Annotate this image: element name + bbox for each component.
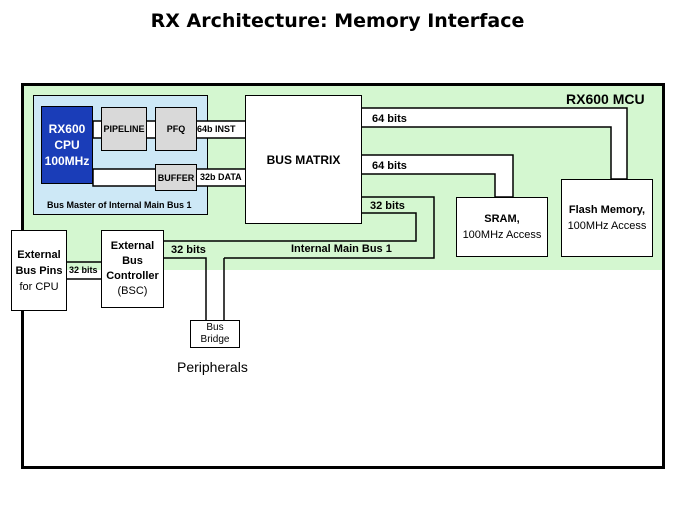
pins-line2: Bus Pins: [15, 264, 63, 277]
flash-block: Flash Memory, 100MHz Access: [561, 179, 653, 257]
pfq-label: PFQ: [166, 124, 186, 134]
pins-line3: for CPU: [19, 280, 59, 293]
bsc-line4: (BSC): [117, 285, 148, 297]
data-bus-label: 32b DATA: [200, 172, 242, 182]
flash-line1: Flash Memory,: [568, 204, 646, 216]
bsc-bus-label: 32 bits: [171, 244, 206, 256]
cpu-block: RX600 CPU 100MHz: [41, 106, 93, 184]
flash-line2: 100MHz Access: [567, 220, 647, 232]
bus-64-mid-label: 64 bits: [372, 160, 407, 172]
pipeline-label: PIPELINE: [103, 124, 145, 134]
bus-master-caption: Bus Master of Internal Main Bus 1: [47, 200, 192, 210]
cpu-line2: CPU: [54, 138, 80, 152]
internal-bus-label: Internal Main Bus 1: [291, 243, 392, 255]
bsc-line2: Bus: [122, 255, 143, 267]
buffer-block: BUFFER: [155, 164, 197, 191]
pins-bus-label: 32 bits: [69, 265, 98, 275]
cpu-line3: 100MHz: [44, 154, 90, 168]
pipeline-block: PIPELINE: [101, 107, 147, 151]
bus-bridge-block: Bus Bridge: [190, 320, 240, 348]
buffer-label: BUFFER: [157, 172, 195, 183]
sram-block: SRAM, 100MHz Access: [456, 197, 548, 257]
bridge-line2: Bridge: [200, 334, 230, 345]
inst-bus-label: 64b INST: [197, 124, 236, 134]
bsc-block: External Bus Controller (BSC): [101, 230, 164, 308]
sram-line1: SRAM,: [484, 213, 520, 225]
cpu-line1: RX600: [48, 122, 86, 136]
bus-matrix-label: BUS MATRIX: [266, 153, 341, 167]
bus-32-matrix-label: 32 bits: [370, 200, 405, 212]
sram-line2: 100MHz Access: [462, 229, 542, 241]
external-bus-pins-block: External Bus Pins for CPU: [11, 230, 67, 311]
page-title: RX Architecture: Memory Interface: [150, 10, 525, 32]
pfq-block: PFQ: [155, 107, 197, 151]
bridge-line1: Bus: [206, 322, 224, 333]
pins-line1: External: [17, 248, 61, 261]
bsc-line1: External: [110, 240, 155, 252]
bsc-line3: Controller: [106, 270, 159, 282]
mcu-label: RX600 MCU: [566, 91, 645, 107]
bus-64-top-label: 64 bits: [372, 113, 407, 125]
peripherals-label: Peripherals: [177, 359, 248, 375]
bus-matrix-block: BUS MATRIX: [245, 95, 362, 224]
